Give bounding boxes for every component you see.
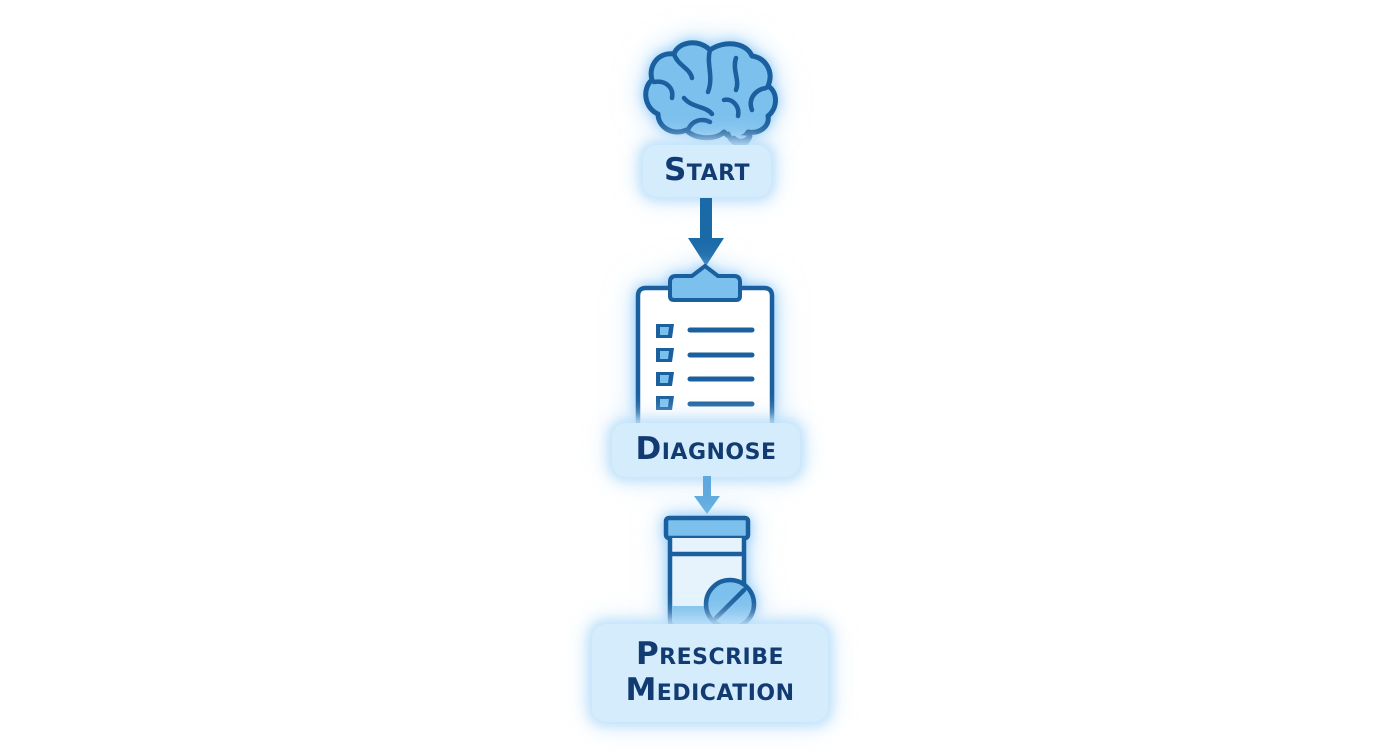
step-label-prescribe-medication: Prescribe Medication — [592, 624, 828, 722]
prescribe-label-line-1: Prescribe — [635, 636, 785, 673]
prescribe-label-line-2: Medication — [625, 672, 795, 708]
arrow-down-small-icon — [694, 476, 720, 514]
step-label-start: Start — [643, 145, 771, 197]
brain-icon — [643, 40, 778, 148]
arrow-down-icon — [688, 198, 724, 266]
diagnose-label-text: Diagnose — [635, 431, 777, 468]
medication-bottle-icon — [663, 515, 757, 631]
step-label-diagnose: Diagnose — [612, 423, 800, 477]
start-label-text: Start — [663, 152, 751, 189]
clipboard-checklist-icon — [635, 263, 775, 428]
